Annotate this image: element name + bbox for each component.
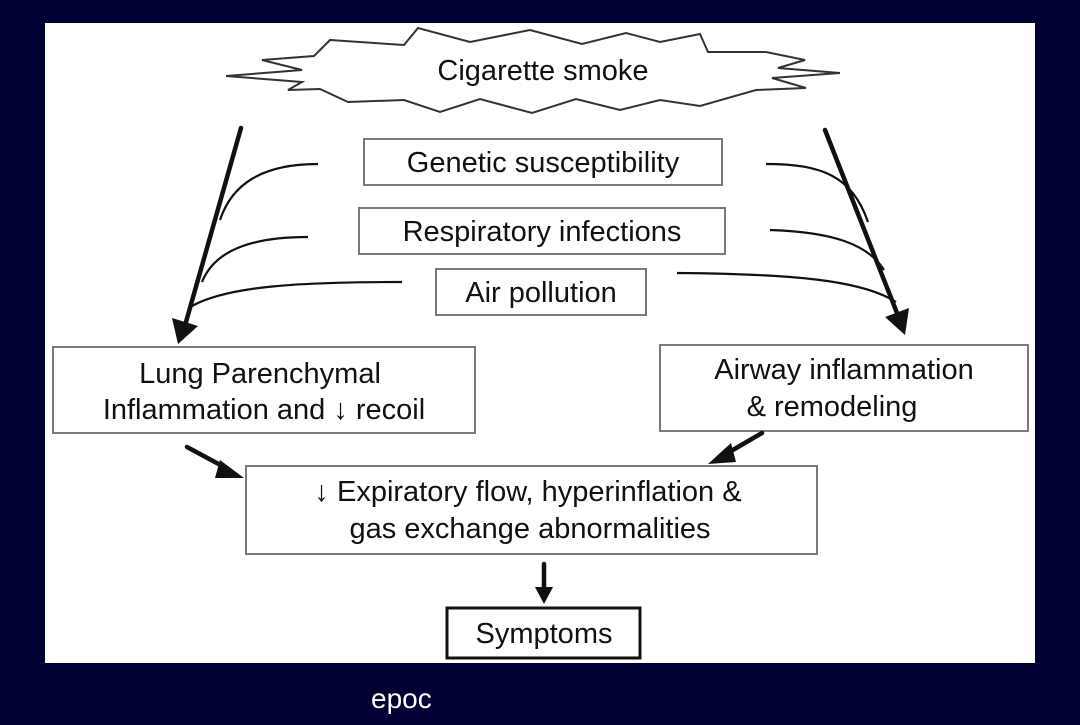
combined-outcome-line1: ↓ Expiratory flow, hyperinflation &	[314, 476, 741, 508]
modifier-genetic: Genetic susceptibility	[363, 138, 723, 186]
modifier-respiratory-infections-label: Respiratory infections	[403, 216, 682, 248]
right-outcome-line2: & remodeling	[747, 391, 918, 423]
slide-caption: epoc	[371, 683, 432, 714]
left-modifier-curve-genetic	[218, 162, 319, 221]
right-modifier-curve-genetic	[765, 162, 870, 223]
right-modifier-curve-pollution	[676, 271, 897, 303]
modifier-genetic-label: Genetic susceptibility	[407, 147, 680, 179]
left-modifier-curve-pollution	[191, 280, 403, 307]
root-node-label: Cigarette smoke	[437, 55, 648, 87]
right-outcome-line1: Airway inflammation	[714, 354, 973, 386]
symptoms-box: Symptoms	[445, 606, 642, 660]
right-to-combined-arrow	[708, 430, 765, 464]
left-to-combined-arrow	[184, 444, 244, 478]
combined-to-symptoms-arrow	[535, 561, 553, 604]
modifier-air-pollution: Air pollution	[435, 268, 647, 316]
right-main-arrow	[822, 127, 909, 335]
combined-outcome-box: ↓ Expiratory flow, hyperinflation & gas …	[245, 465, 818, 555]
smoke-burst-shape	[225, 26, 841, 115]
modifier-air-pollution-label: Air pollution	[465, 277, 617, 309]
left-modifier-curve-infections	[200, 235, 309, 283]
combined-outcome-line2: gas exchange abnormalities	[349, 513, 710, 545]
modifier-respiratory-infections: Respiratory infections	[358, 207, 726, 255]
left-outcome-box: Lung Parenchymal Inflammation and ↓ reco…	[52, 346, 476, 434]
right-modifier-curve-infections	[769, 228, 885, 271]
left-main-arrow	[172, 125, 244, 344]
symptoms-label: Symptoms	[476, 618, 613, 650]
right-outcome-box: Airway inflammation & remodeling	[659, 344, 1029, 432]
left-outcome-line1: Lung Parenchymal	[139, 358, 381, 390]
diagram-panel	[45, 23, 1035, 663]
left-outcome-line2: Inflammation and ↓ recoil	[103, 394, 425, 426]
